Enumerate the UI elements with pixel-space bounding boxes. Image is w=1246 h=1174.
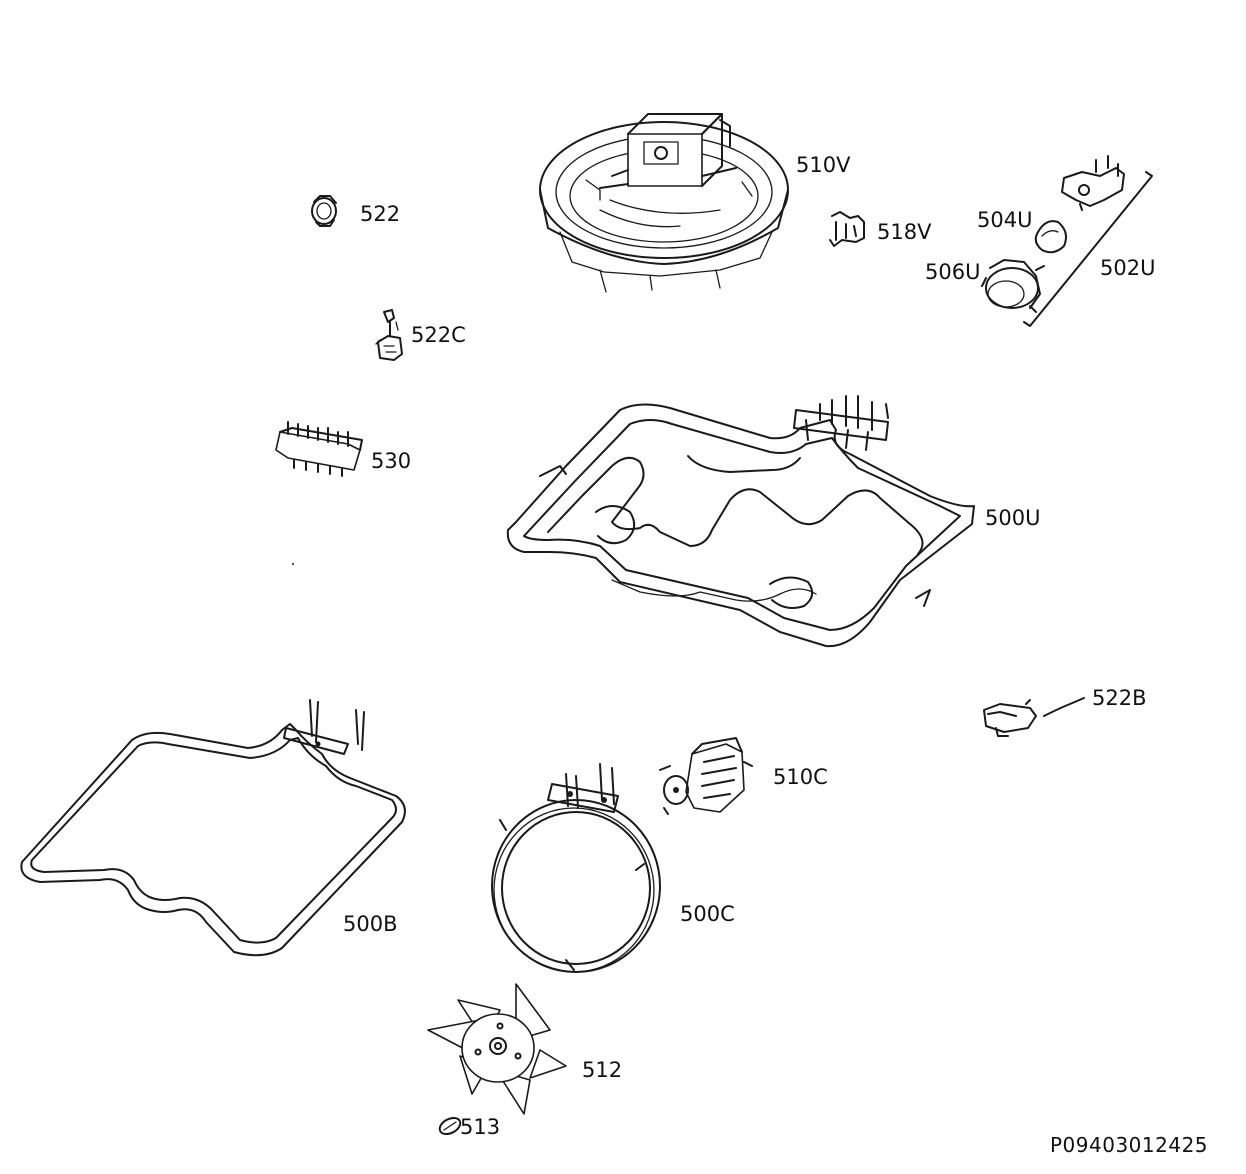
label-500B: 500B [343,912,398,936]
label-522C: 522C [411,323,466,347]
part-518V-bracket[interactable] [829,211,865,247]
part-502U-lamp-assembly[interactable] [981,155,1153,327]
part-512-fan-blade[interactable] [427,983,567,1115]
part-500C-ring-element[interactable] [491,763,661,973]
label-512: 512 [582,1058,623,1082]
part-530-terminal-block[interactable] [275,421,363,477]
label-530: 530 [371,449,412,473]
label-522: 522 [360,202,401,226]
part-500U-grill-element[interactable] [506,395,975,648]
label-500U: 500U [985,506,1041,530]
part-510C-fan-motor[interactable] [659,737,753,815]
part-522C-sensor[interactable] [375,309,403,361]
label-500C: 500C [680,902,735,926]
label-504U: 504U [977,208,1033,232]
label-518V: 518V [877,220,932,244]
part-510V-fan-assembly[interactable] [539,113,789,293]
part-500B-bottom-element[interactable] [20,699,406,957]
label-502U: 502U [1100,256,1156,280]
label-513: 513 [460,1115,501,1139]
label-522B: 522B [1092,686,1147,710]
part-513-nut[interactable] [437,1115,463,1138]
label-510C: 510C [773,765,828,789]
document-code: P09403012425 [1050,1133,1209,1157]
part-522-thermostat[interactable] [311,195,337,227]
label-510V: 510V [796,153,851,177]
label-506U: 506U [925,260,981,284]
part-522B-sensor[interactable] [983,697,1085,737]
